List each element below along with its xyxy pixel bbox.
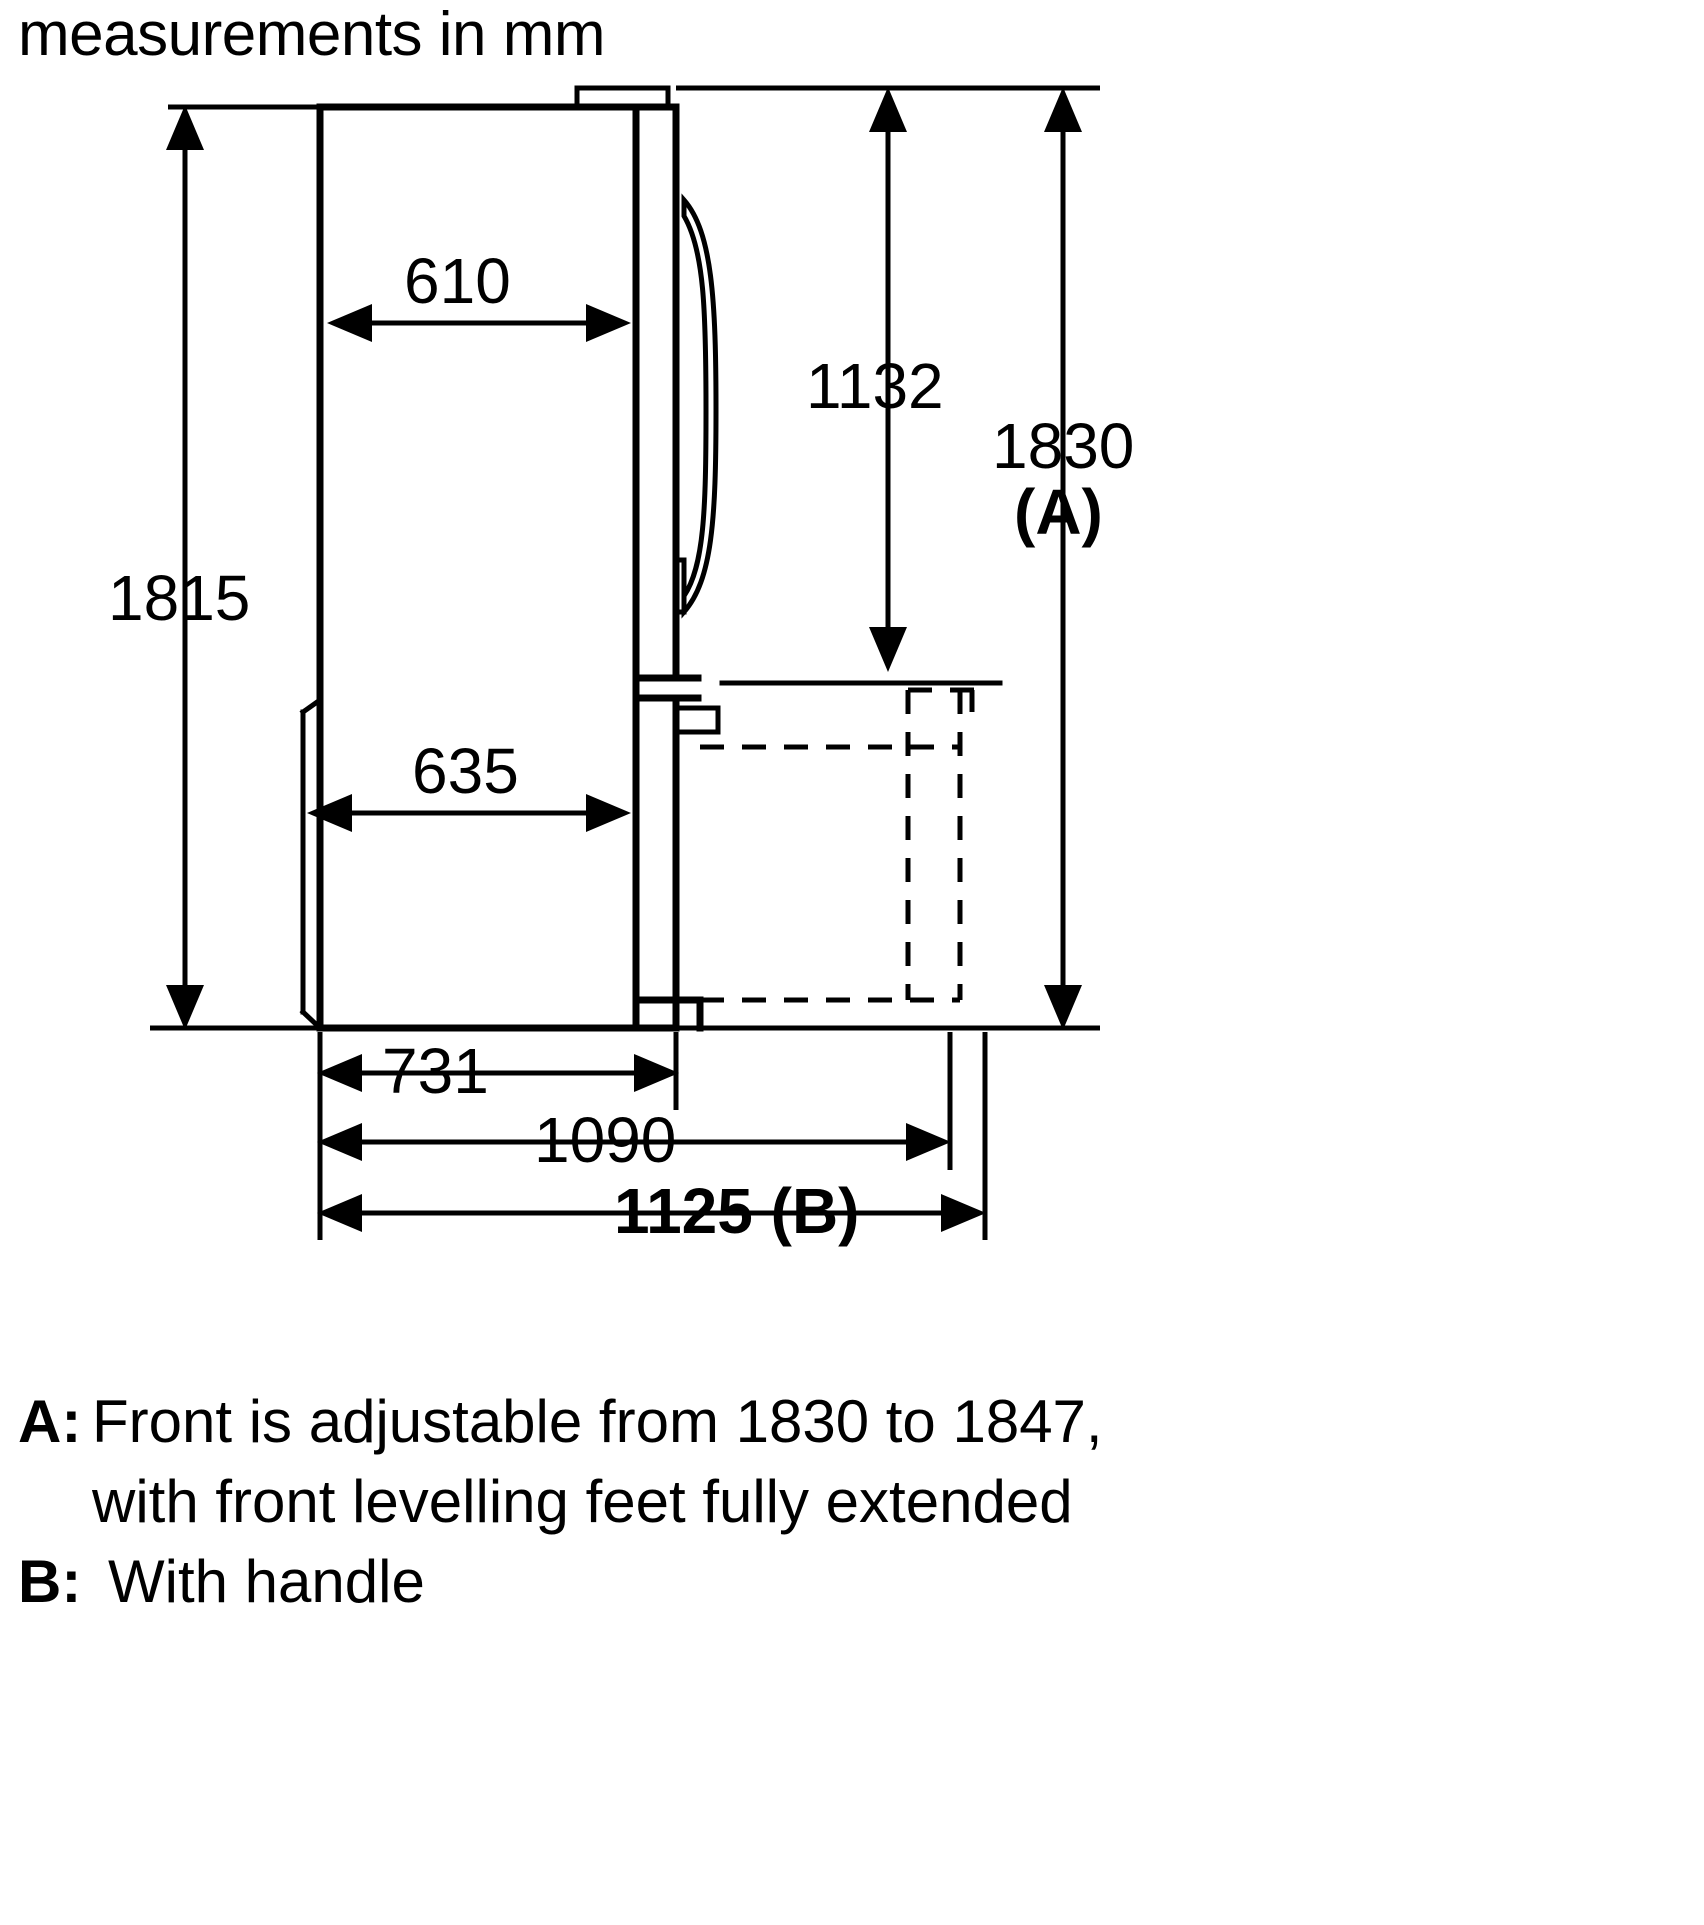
footnote-A-key: A: [18, 1388, 81, 1455]
dimension-1125-B: 1125 (B) [317, 1175, 986, 1247]
lower-door-handle [673, 705, 721, 735]
footnote-B-line-1: With handle [108, 1548, 425, 1615]
footnote-A-line-1: Front is adjustable from 1830 to 1847, [92, 1388, 1103, 1455]
rear-lower-spacer [299, 696, 324, 1032]
upper-door-handle [673, 193, 719, 619]
dimension-731: 731 [317, 1035, 679, 1107]
dimension-1132-label: 1132 [806, 350, 944, 422]
footnote-B-key: B: [18, 1548, 81, 1615]
door-open-swing-outline [700, 680, 1003, 1003]
footnote-B: B: With handle [18, 1548, 425, 1615]
bottom-extension-lines [317, 1032, 988, 1240]
dimension-1830-A: 1830 (A) [992, 87, 1134, 1030]
dimension-731-label: 731 [382, 1035, 489, 1107]
footnote-A-line-2: with front levelling feet fully extended [91, 1468, 1073, 1535]
dimension-1090: 1090 [317, 1104, 951, 1176]
dimension-635-label: 635 [412, 735, 519, 807]
dimension-1125-label: 1125 (B) [614, 1175, 859, 1247]
upper-door-panel [632, 103, 680, 682]
dimension-610: 610 [327, 245, 631, 342]
dimension-1830-label: 1830 [992, 410, 1134, 482]
bottom-plinth-step [632, 996, 704, 1032]
dimension-610-label: 610 [404, 245, 511, 317]
dimension-1815: 1815 [108, 104, 320, 1030]
footnote-A: A: Front is adjustable from 1830 to 1847… [18, 1388, 1103, 1535]
page-title: measurements in mm [18, 0, 605, 69]
dimension-635: 635 [307, 735, 631, 832]
lower-door-panel [632, 694, 680, 1032]
dimension-1090-label: 1090 [534, 1104, 676, 1176]
dimension-1815-label: 1815 [108, 562, 250, 634]
dimension-1830-ref-label: (A) [1014, 476, 1103, 548]
dimension-1132: 1132 [676, 85, 1100, 672]
